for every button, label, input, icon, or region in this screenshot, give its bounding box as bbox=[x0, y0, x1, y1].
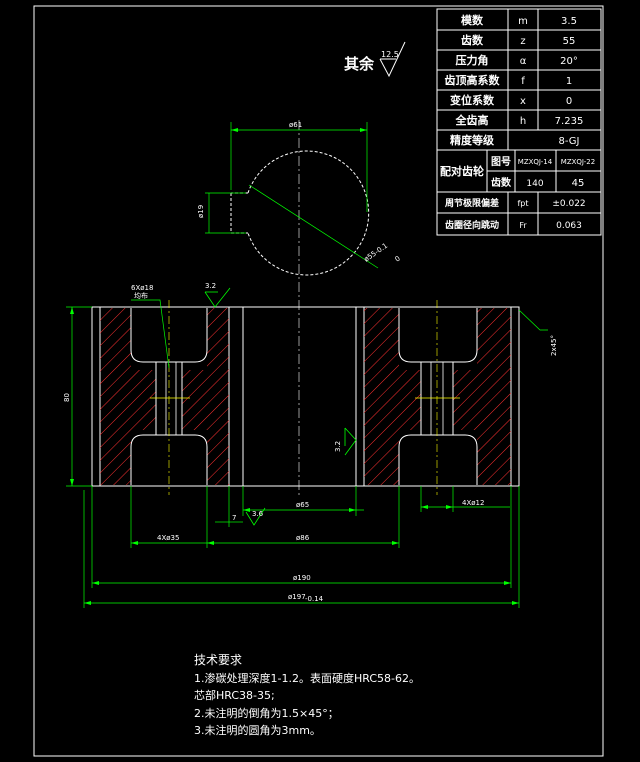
mating-gear-label: 配对齿轮 bbox=[440, 164, 484, 178]
dim-dia197: ø197 -0.14 bbox=[83, 486, 520, 608]
holes-note-text2: 均布 bbox=[134, 291, 148, 300]
param-symbol: x bbox=[520, 96, 526, 107]
section-view bbox=[91, 300, 520, 495]
dim-dia61: ø61 bbox=[230, 121, 368, 212]
hatch-left-inner bbox=[207, 308, 229, 485]
dim-chamfer: 2x45° bbox=[518, 309, 558, 356]
roughness-top-icon bbox=[204, 287, 231, 308]
holes-note: 6Xø18 均布 bbox=[131, 284, 170, 369]
notes-line: 2.未注明的倒角为1.5×45°； bbox=[194, 706, 339, 720]
param-value: 3.5 bbox=[561, 16, 577, 27]
sheet-border bbox=[33, 5, 604, 757]
dim-dia55-tol: 0 bbox=[394, 255, 402, 264]
param-value: 20° bbox=[560, 56, 578, 67]
teeth-value-2: 45 bbox=[572, 178, 585, 189]
param-value: 1 bbox=[566, 76, 572, 87]
roughness-symbol-icon bbox=[379, 41, 406, 78]
hatch-left-outer bbox=[100, 308, 131, 485]
precision-value: 8-GJ bbox=[558, 136, 579, 147]
notes-line: 1.渗碳处理深度1-1.2。表面硬度HRC58-62。 bbox=[194, 671, 420, 685]
dim-dia65-text: ø65 bbox=[296, 501, 309, 509]
drawing-no-1: MZXQJ-14 bbox=[518, 158, 553, 166]
top-view bbox=[230, 120, 370, 300]
technical-requirements: 技术要求 1.渗碳处理深度1-1.2。表面硬度HRC58-62。 芯部HRC38… bbox=[194, 652, 420, 740]
roughness-bottom-icon bbox=[245, 507, 266, 526]
dim-dia55-text: ø55-0.1 bbox=[363, 242, 390, 264]
dim-dia61-text: ø61 bbox=[289, 121, 302, 129]
dim-dia190: ø190 bbox=[91, 486, 512, 588]
dim-7-text: 7 bbox=[232, 514, 236, 522]
dim-dia190-text: ø190 bbox=[293, 574, 311, 582]
param-symbol: α bbox=[520, 56, 527, 67]
param-label: 全齿高 bbox=[455, 113, 489, 127]
dim-holes35-text: 4Xø35 bbox=[157, 534, 179, 542]
holes-note-text: 6Xø18 bbox=[131, 284, 153, 292]
hatch-right-outer bbox=[477, 308, 511, 485]
teeth-label: 齿数 bbox=[491, 176, 512, 189]
roughness-bottom-value: 3.6 bbox=[252, 510, 264, 518]
dim-holes35: 4Xø35 bbox=[130, 486, 207, 548]
drawing-no-2: MZXQJ-22 bbox=[561, 158, 595, 166]
param-value: 0 bbox=[566, 96, 572, 107]
param-label: 模数 bbox=[461, 13, 484, 27]
dim-chamfer-text: 2x45° bbox=[550, 335, 558, 356]
roughness-other: 其余 12.5 bbox=[344, 41, 406, 78]
notes-line: 3.未注明的圆角为3mm。 bbox=[194, 724, 321, 737]
dim-dia19: ø19 bbox=[197, 192, 246, 234]
pitch-deviation-label: 周节极限偏差 bbox=[445, 197, 499, 209]
roughness-other-label: 其余 bbox=[344, 55, 375, 73]
param-value: 7.235 bbox=[555, 116, 584, 127]
dim-dia86: ø86 bbox=[206, 486, 400, 548]
param-label: 齿数 bbox=[461, 33, 484, 47]
param-label: 压力角 bbox=[456, 53, 489, 67]
dim-dia197-text: ø197 bbox=[288, 593, 306, 601]
roughness-other-value: 12.5 bbox=[381, 50, 399, 59]
drawing-no-label: 图号 bbox=[491, 156, 511, 168]
param-symbol: m bbox=[518, 16, 528, 27]
param-label: 变位系数 bbox=[450, 93, 495, 107]
param-symbol: z bbox=[520, 36, 525, 47]
teeth-value-1: 140 bbox=[526, 179, 543, 189]
param-value: 55 bbox=[563, 36, 576, 47]
notes-title: 技术要求 bbox=[194, 653, 243, 667]
dim-dia86-text: ø86 bbox=[296, 534, 310, 542]
roughness-bore-icon bbox=[344, 427, 357, 456]
dim-height80-text: 80 bbox=[63, 393, 71, 402]
dim-dia55-bore: ø55-0.1 0 bbox=[248, 184, 402, 269]
param-label: 齿顶高系数 bbox=[445, 73, 501, 87]
runout-symbol: Fr bbox=[519, 221, 527, 230]
param-symbol: h bbox=[520, 116, 526, 127]
notes-line: 芯部HRC38-35; bbox=[194, 689, 275, 702]
runout-label: 齿圈径向跳动 bbox=[445, 219, 499, 231]
dim-7: 7 bbox=[215, 486, 243, 527]
hatch-right-inner bbox=[364, 308, 399, 485]
roughness-top-value: 3.2 bbox=[205, 282, 216, 290]
roughness-bore-value: 3.2 bbox=[334, 441, 342, 452]
dim-dia65: ø65 bbox=[242, 486, 364, 516]
roughness-bottom: 3.6 bbox=[245, 507, 266, 526]
dim-holes12: 4Xø12 bbox=[420, 486, 510, 512]
roughness-top: 3.2 bbox=[204, 282, 231, 308]
precision-label: 精度等级 bbox=[450, 133, 495, 147]
roughness-bore: 3.2 bbox=[334, 427, 357, 456]
parameter-table: 模数 m 3.5 齿数 z 55 压力角 α 20° 齿顶高系数 f 1 变位系… bbox=[436, 8, 602, 236]
dim-dia19-text: ø19 bbox=[197, 205, 205, 218]
runout-value: 0.063 bbox=[556, 221, 582, 231]
dim-height80: 80 bbox=[63, 306, 92, 487]
dim-dia197-tol: -0.14 bbox=[305, 595, 324, 603]
param-symbol: f bbox=[521, 76, 525, 87]
pitch-deviation-symbol: fpt bbox=[517, 199, 528, 208]
dim-holes12-text: 4Xø12 bbox=[462, 499, 484, 507]
pitch-deviation-value: ±0.022 bbox=[552, 199, 585, 209]
